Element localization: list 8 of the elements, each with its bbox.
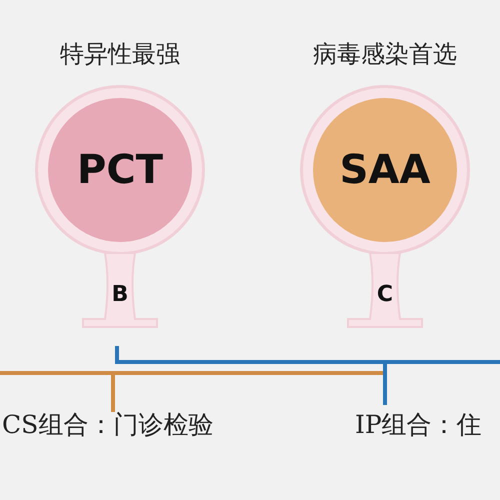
heading: 特异性最强 [59, 39, 181, 70]
circle-label: SAA [340, 147, 430, 193]
circle-label: PCT [77, 147, 163, 193]
stand-letter: C [376, 282, 394, 307]
stand-letter: B [110, 282, 130, 307]
group-label: CS组合：门诊检验 [2, 409, 214, 441]
group-label: IP组合：住 [355, 409, 482, 441]
heading: 病毒感染首选 [312, 39, 458, 70]
